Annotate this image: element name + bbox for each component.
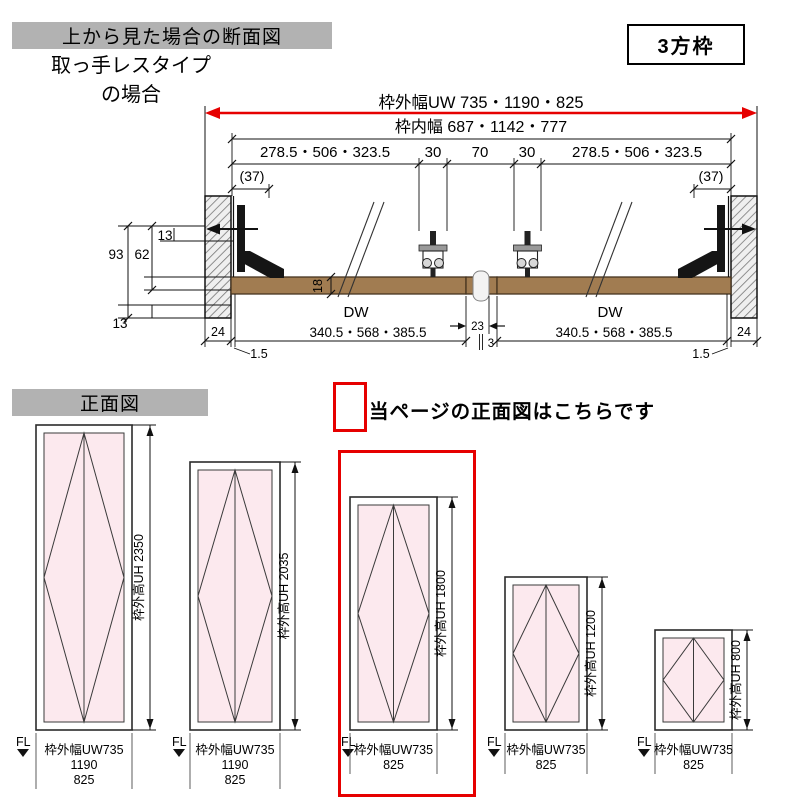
- door-elevation-5: 枠外高UH 800 FL 枠外幅UW735 825: [637, 629, 753, 774]
- fl-marker-icon: [342, 749, 354, 757]
- fl-marker-icon: [638, 749, 650, 757]
- fl-marker-icon: [173, 749, 185, 757]
- dim-3-label: 3: [488, 338, 494, 350]
- frame-type-badge: 3方枠: [627, 24, 745, 65]
- pivot-hardware-right: [678, 196, 756, 278]
- outer-width-label: 枠外幅UW 735・1190・825: [378, 93, 583, 112]
- fl-marker-icon: [17, 749, 29, 757]
- panel-thickness-dimension: 18: [311, 272, 336, 299]
- outer-width-dimension: 枠外幅UW 735・1190・825: [204, 93, 758, 196]
- segment-left-label: 278.5・506・323.5: [260, 144, 390, 161]
- center-joint: [472, 270, 490, 302]
- pivot-hardware-left: [206, 196, 284, 278]
- door-elevation-2: 枠外高UH 2035 FL 枠外幅UW735 1190 825: [172, 461, 301, 789]
- subtitle-line-1: 取っ手レスタイプ: [51, 55, 211, 77]
- door-5-height-label: 枠外高UH 800: [728, 640, 743, 720]
- dw-right-value: 340.5・568・385.5: [555, 325, 672, 340]
- door-2-width-line-3: 825: [225, 773, 246, 787]
- door-4-fl-label: FL: [487, 735, 502, 749]
- paren-37-left: (37): [240, 168, 265, 184]
- hanger-roller-left: [418, 231, 448, 277]
- door-5-width-line-2: 825: [683, 758, 704, 772]
- subtitle: 取っ手レスタイプ の場合: [24, 52, 238, 110]
- dim-1-5-right-label: 1.5: [692, 347, 709, 361]
- hanger-roller-right: [513, 231, 542, 277]
- paren-37-dimensions: (37) (37): [227, 168, 736, 198]
- segment-dimensions: 278.5・506・323.5 30 70 30 278.5・506・323.5: [227, 144, 736, 231]
- inner-width-dimension: 枠内幅 687・1142・777: [227, 118, 736, 196]
- dim-62-label: 62: [134, 247, 149, 262]
- fl-marker-icon: [488, 749, 500, 757]
- door-5-width-line-1: 枠外幅UW735: [654, 742, 733, 757]
- door-elevation-4: 枠外高UH 1200 FL 枠外幅UW735 825: [487, 576, 608, 774]
- dim-24-right-label: 24: [737, 325, 751, 339]
- door-1-fl-label: FL: [16, 735, 31, 749]
- subtitle-line-2: の場合: [101, 84, 161, 106]
- door-panel-section: [230, 270, 732, 302]
- segment-30-left-label: 30: [425, 144, 442, 161]
- callout-text: 当ページの正面図はこちらです: [369, 401, 656, 423]
- door-3-width-line-2: 825: [383, 758, 404, 772]
- dim-1-5-left-label: 1.5: [250, 347, 267, 361]
- selected-door-highlight: [338, 450, 476, 797]
- paren-37-right: (37): [699, 168, 724, 184]
- dim-93-label: 93: [108, 247, 123, 262]
- door-1-width-line-1: 枠外幅UW735: [44, 742, 123, 757]
- dim-24-left-label: 24: [211, 325, 225, 339]
- dw-right-label: DW: [598, 304, 624, 321]
- dim-23-label: 23: [471, 321, 484, 333]
- section-label-front-view: 正面図: [12, 389, 208, 416]
- callout-red-box-icon: [333, 382, 367, 432]
- door-4-width-line-1: 枠外幅UW735: [506, 742, 585, 757]
- door-2-fl-label: FL: [172, 735, 187, 749]
- segment-70-label: 70: [472, 144, 489, 161]
- section-label-cross-section: 上から見た場合の断面図: [12, 22, 332, 49]
- door-elevation-1: 枠外高UH 2350 FL 枠外幅UW735 1190 825: [16, 424, 156, 789]
- break-marks: [337, 201, 633, 298]
- door-4-height-label: 枠外高UH 1200: [583, 610, 598, 697]
- door-3-height-label: 枠外高UH 1800: [433, 570, 448, 657]
- wall-sections: [204, 195, 758, 319]
- dim-13-top-label: 13: [157, 228, 172, 243]
- wall-right: [730, 195, 758, 319]
- door-2-height-label: 枠外高UH 2035: [276, 553, 291, 640]
- door-1-width-line-3: 825: [74, 773, 95, 787]
- door-3-width-line-1: 枠外幅UW735: [354, 742, 433, 757]
- dw-left-value: 340.5・568・385.5: [309, 325, 426, 340]
- inner-width-label: 枠内幅 687・1142・777: [395, 118, 567, 136]
- door-elevation-3: 枠外高UH 1800 FL 枠外幅UW735 825: [341, 496, 458, 774]
- door-1-height-label: 枠外高UH 2350: [131, 534, 146, 621]
- door-4-width-line-2: 825: [536, 758, 557, 772]
- dim-18-label: 18: [311, 279, 325, 293]
- bottom-dimension-chain: 24 24 DW 340.5・568・385.5 DW 340.5・568・38…: [200, 294, 762, 361]
- door-5-fl-label: FL: [637, 735, 652, 749]
- segment-30-right-label: 30: [519, 144, 536, 161]
- dw-left-label: DW: [344, 304, 370, 321]
- left-dimension-chain: 93 62 13 13: [108, 221, 233, 331]
- door-3-fl-label: FL: [341, 735, 356, 749]
- wall-left: [204, 195, 232, 319]
- dim-13-bottom-label: 13: [112, 316, 127, 331]
- segment-right-label: 278.5・506・323.5: [572, 144, 702, 161]
- door-2-width-line-1: 枠外幅UW735: [195, 742, 274, 757]
- door-1-width-line-2: 1190: [71, 758, 98, 772]
- door-2-width-line-2: 1190: [222, 758, 249, 772]
